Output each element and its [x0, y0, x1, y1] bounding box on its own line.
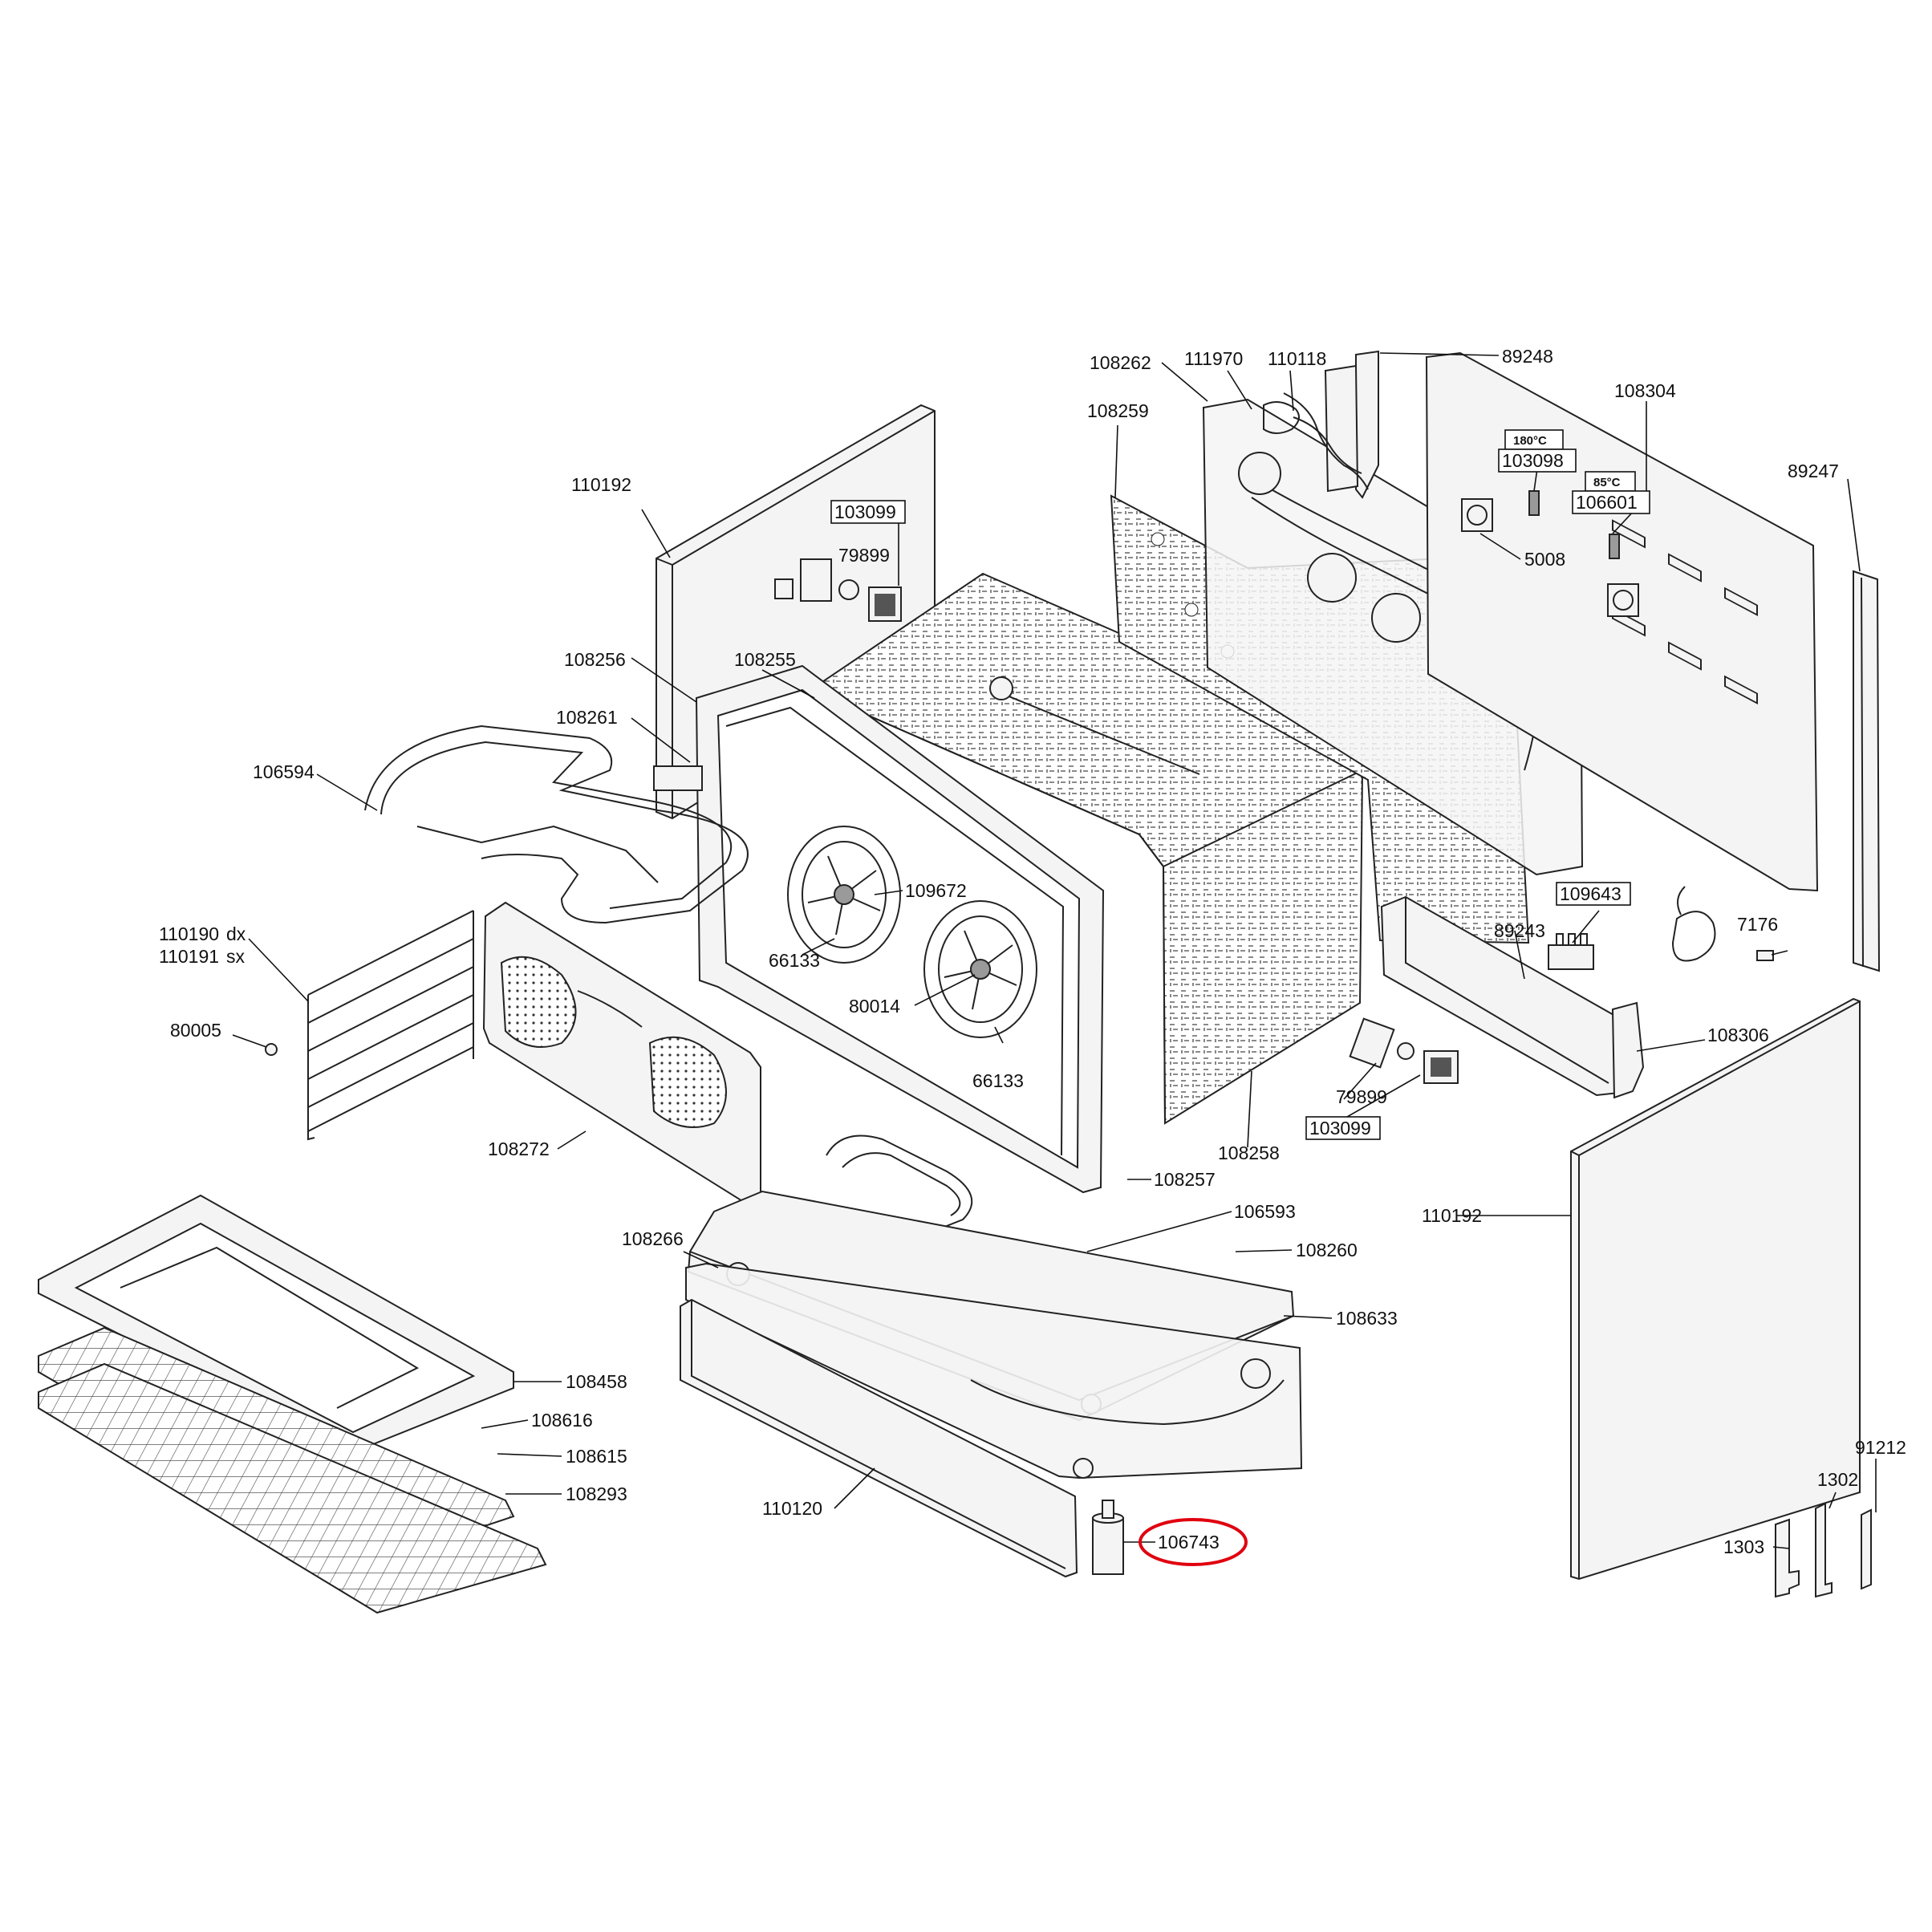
label-108258: 108258 — [1218, 1143, 1280, 1163]
box-106601 — [1572, 490, 1650, 514]
label-89248: 89248 — [1502, 346, 1553, 367]
label-79899-top: 79899 — [838, 545, 890, 566]
label-106594: 106594 — [253, 761, 315, 782]
hinge-parts — [1775, 1502, 1872, 1598]
adjustable-foot — [1092, 1500, 1124, 1575]
terminal-block — [1548, 933, 1594, 970]
label-7176: 7176 — [1737, 914, 1778, 935]
rear-bracket-top — [1324, 350, 1379, 499]
label-106593: 106593 — [1234, 1201, 1296, 1222]
label-dx: dx — [226, 923, 246, 944]
control-connector — [1349, 1017, 1459, 1084]
lower-frame — [685, 1262, 1303, 1479]
label-108458: 108458 — [566, 1371, 627, 1392]
label-110118: 110118 — [1268, 348, 1326, 369]
small-connector — [1756, 950, 1774, 961]
label-108257: 108257 — [1154, 1169, 1216, 1190]
control-cover — [1611, 1001, 1645, 1099]
leader-lines — [232, 352, 1877, 1549]
label-108259: 108259 — [1087, 400, 1149, 421]
label-108616: 108616 — [531, 1410, 593, 1431]
label-108304: 108304 — [1614, 380, 1676, 401]
label-89247: 89247 — [1788, 461, 1839, 481]
label-110192-left: 110192 — [571, 474, 631, 495]
label-1303: 1303 — [1723, 1536, 1764, 1557]
label-103099-lower: 103099 — [1309, 1118, 1371, 1138]
label-89243: 89243 — [1494, 920, 1545, 941]
label-109672: 109672 — [905, 880, 967, 901]
side-rack-rails — [307, 910, 474, 1141]
label-106601: 106601 — [1576, 492, 1638, 513]
panel-connector-block — [774, 558, 902, 622]
label-103099-top: 103099 — [834, 501, 896, 522]
label-66133-lower: 66133 — [972, 1070, 1024, 1091]
label-111970: 111970 — [1184, 348, 1243, 369]
label-1302: 1302 — [1817, 1469, 1858, 1490]
label-109643: 109643 — [1560, 883, 1622, 904]
label-91212: 91212 — [1855, 1437, 1906, 1458]
label-108256: 108256 — [564, 649, 626, 670]
label-108262: 108262 — [1090, 352, 1151, 373]
wire-harness — [1263, 392, 1369, 490]
label-80014: 80014 — [849, 996, 900, 1017]
label-85c: 85°C — [1593, 476, 1621, 489]
front-kick-panel — [680, 1298, 1078, 1578]
label-108306: 108306 — [1707, 1025, 1769, 1045]
label-110190: 110190 — [159, 923, 219, 944]
label-108633: 108633 — [1336, 1308, 1398, 1329]
front-frame — [695, 664, 1105, 1194]
back-wall — [1425, 351, 1819, 892]
box-103098 — [1498, 448, 1577, 473]
oven-cavity — [808, 572, 1364, 1125]
box-85c — [1585, 471, 1636, 492]
box-103099-top — [830, 500, 906, 524]
label-108266: 108266 — [622, 1228, 684, 1249]
thermostat-sensors — [1528, 490, 1620, 559]
box-180c — [1504, 429, 1564, 450]
rear-bracket-right — [1853, 570, 1881, 972]
box-103099-lower — [1305, 1116, 1381, 1140]
label-103098: 103098 — [1502, 450, 1564, 471]
rack-screw — [265, 1043, 278, 1056]
label-80005: 80005 — [170, 1020, 221, 1041]
label-5008: 5008 — [1524, 549, 1565, 570]
label-110120: 110120 — [762, 1498, 822, 1519]
fan-cover-panel — [482, 901, 761, 1205]
cooling-fan-motor — [1461, 498, 1639, 617]
label-106743: 106743 — [1158, 1532, 1220, 1552]
label-66133-upper: 66133 — [769, 950, 820, 971]
label-108272: 108272 — [488, 1138, 550, 1159]
convection-fan-right — [923, 900, 1037, 1038]
enamel-tray — [38, 1194, 514, 1454]
label-108293: 108293 — [566, 1484, 627, 1504]
right-side-panel — [1570, 997, 1861, 1581]
box-109643 — [1556, 882, 1631, 906]
top-heating-element — [364, 724, 749, 924]
label-108615: 108615 — [566, 1446, 627, 1467]
label-108260: 108260 — [1296, 1240, 1358, 1260]
label-180c: 180°C — [1513, 434, 1547, 448]
label-108255: 108255 — [734, 649, 796, 670]
convection-fan-left — [787, 826, 901, 964]
label-79899-lower: 79899 — [1336, 1086, 1387, 1107]
label-108261: 108261 — [556, 707, 618, 728]
label-110191: 110191 — [159, 946, 219, 967]
highlight-ring-106743 — [1138, 1518, 1248, 1566]
part-labels: 108262 111970 110118 89248 108304 108259… — [159, 346, 1906, 1557]
label-110192-right: 110192 — [1422, 1205, 1482, 1226]
power-cable — [1671, 886, 1716, 962]
wire-rack-lower — [38, 1362, 547, 1614]
label-sx: sx — [226, 946, 246, 967]
